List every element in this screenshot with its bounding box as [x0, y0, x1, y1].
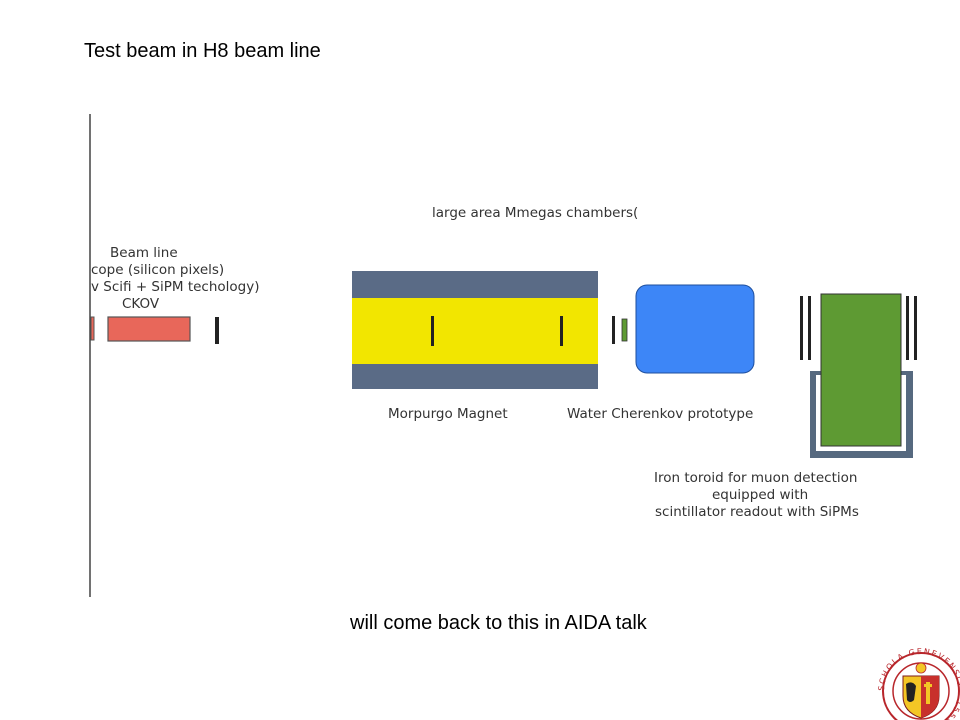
tracking-plane: [612, 316, 615, 344]
telescope-label: cope (silicon pixels): [91, 262, 224, 278]
slide-title: Test beam in H8 beam line: [84, 40, 321, 62]
footer-note: will come back to this in AIDA talk: [350, 612, 647, 634]
scintillator-block: [820, 293, 902, 447]
mmegas-label: large area Mmegas chambers(: [432, 205, 638, 221]
mmegas-chamber: [431, 316, 434, 346]
iron-toroid-label: Iron toroid for muon detection: [654, 470, 857, 486]
tracking-plane: [215, 317, 219, 344]
tracking-plane: [906, 296, 909, 360]
ckov-detector: [107, 316, 191, 342]
ckov-label: CKOV: [122, 296, 160, 312]
water-cherenkov-label: Water Cherenkov prototype: [567, 406, 753, 422]
magnet-field-region: [352, 298, 598, 364]
iron-toroid-label: equipped with: [712, 487, 808, 503]
tracking-plane: [914, 296, 917, 360]
magnet-label: Morpurgo Magnet: [388, 406, 508, 422]
tracking-plane: [808, 296, 811, 360]
scifi-label: v Scifi + SiPM techology): [91, 279, 260, 295]
university-logo: SCHOLA GENEVENSIS · 1559 ·: [877, 647, 960, 720]
scintillator-plane: [621, 318, 628, 342]
iron-toroid-label: scintillator readout with SiPMs: [655, 504, 859, 520]
mmegas-chamber: [560, 316, 563, 346]
upstream-block: [90, 316, 95, 341]
water-cherenkov-tank: [635, 284, 755, 374]
tracking-plane: [800, 296, 803, 360]
beam-line-label: Beam line: [110, 245, 178, 261]
